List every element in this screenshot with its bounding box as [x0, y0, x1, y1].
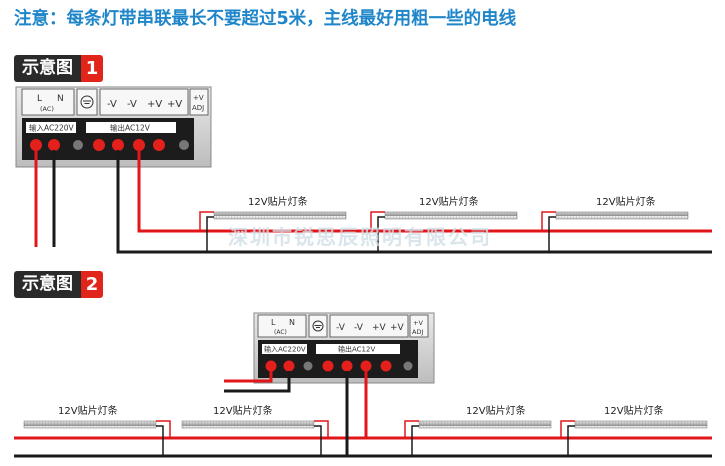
watermark: 深圳市锐思辰照明有限公司: [228, 225, 492, 249]
psu-1-output-tag: [86, 122, 176, 133]
input-wire-l-2: [224, 371, 273, 383]
diagram-2-strip-1-label: 12V贴片灯条: [58, 404, 118, 417]
psu-2-adj: ADJ: [412, 328, 423, 336]
psu-1-adj: ADJ: [192, 104, 204, 112]
psu-2-ln-label-plate: [257, 314, 307, 338]
psu-2-n-label: N: [289, 318, 295, 327]
diagram-2-strip-3-label: 12V贴片灯条: [466, 404, 526, 417]
psu-2-vminus-1: -V: [336, 323, 346, 333]
diagram-2-number: 2: [81, 271, 103, 298]
diagram-2-strip-3: 12V贴片灯条: [404, 404, 552, 456]
psu-1-vminus-1: -V: [107, 99, 117, 110]
psu-2: L N (AC) -V -V +V +V +V ADJ 输入AC220V 输出A…: [253, 312, 435, 384]
psu-1-vplus-2: +V: [167, 99, 182, 110]
psu-1-input-label: 输入AC220V: [29, 123, 75, 133]
diagram-2-label: 示意图 2: [14, 271, 103, 298]
diagram-2: L N (AC) -V -V +V +V +V ADJ 输入AC220V 输出A…: [14, 312, 712, 458]
diagram-1-strip-3-label: 12V贴片灯条: [596, 195, 656, 208]
psu-2-vplus-1: +V: [372, 323, 387, 333]
psu-2-vminus-2: -V: [354, 323, 364, 333]
psu-2-adj-plate: [409, 314, 429, 338]
diagram-1-strip-1-label: 12V贴片灯条: [248, 195, 308, 208]
diagram-2-title: 示意图: [14, 271, 81, 298]
psu-1: L N (AC) -V -V +V +V +V ADJ 输入AC220V 输出A…: [15, 86, 212, 168]
diagram-2-strip-4-label: 12V贴片灯条: [604, 404, 664, 417]
notice-text: 注意：每条灯带串联最长不要超过5米，主线最好用粗一些的电线: [14, 9, 517, 29]
psu-1-output-plate: [99, 88, 189, 116]
psu-1-output-label: 输出AC12V: [110, 123, 151, 133]
psu-1-input-tag: [26, 122, 76, 133]
psu-1-adj-plate: [189, 88, 209, 116]
diagram-1-number: 1: [81, 55, 103, 82]
psu-2-vplus-2: +V: [390, 323, 405, 333]
diagram-1-label: 示意图 1: [14, 55, 103, 82]
psu-1-l-label: L: [37, 94, 42, 104]
diagram-2-strip-2: 12V贴片灯条: [181, 404, 329, 456]
psu-1-ac-label: (AC): [40, 105, 54, 113]
psu-2-l-label: L: [271, 318, 276, 327]
main-black-wire-1: [116, 150, 712, 254]
psu-1-n-label: N: [57, 94, 64, 104]
psu-2-output-tag: [316, 344, 400, 354]
psu-1-adj-plus-v: +V: [193, 94, 204, 102]
diagram-1-title: 示意图: [14, 55, 81, 82]
psu-2-output-label: 输出AC12V: [338, 345, 375, 354]
psu-1-ground-plate: [76, 88, 98, 116]
psu-2-ac-label: (AC): [274, 329, 287, 336]
diagram-1-strip-3: 12V贴片灯条: [541, 195, 689, 252]
ground-icon: [80, 95, 94, 109]
ground-icon: [312, 320, 324, 332]
diagram-1-strip-1: 12V贴片灯条: [199, 195, 347, 252]
main-red-wire-1: [137, 150, 712, 233]
psu-2-input-label: 输入AC220V: [264, 345, 306, 354]
diagram-1: L N (AC) -V -V +V +V +V ADJ 输入AC220V 输出A…: [15, 86, 712, 254]
diagram-2-strip-4: 12V贴片灯条: [560, 404, 708, 456]
diagram-2-strip-1: 12V贴片灯条: [23, 404, 171, 456]
psu-1-screws: [30, 139, 189, 151]
psu-2-input-tag: [262, 344, 307, 354]
diagram-1-strip-2: 12V贴片灯条: [370, 195, 518, 252]
diagram-1-strip-2-label: 12V贴片灯条: [419, 195, 479, 208]
psu-1-vminus-2: -V: [127, 99, 137, 110]
diagram-2-strip-2-label: 12V贴片灯条: [213, 404, 273, 417]
psu-2-output-plate: [329, 314, 409, 338]
psu-2-adj-plus-v: +V: [413, 319, 423, 327]
input-wire-n-2: [224, 371, 291, 393]
psu-1-ln-label-plate: [21, 88, 75, 116]
psu-1-vplus-1: +V: [147, 99, 162, 110]
psu-2-screws: [265, 360, 413, 372]
